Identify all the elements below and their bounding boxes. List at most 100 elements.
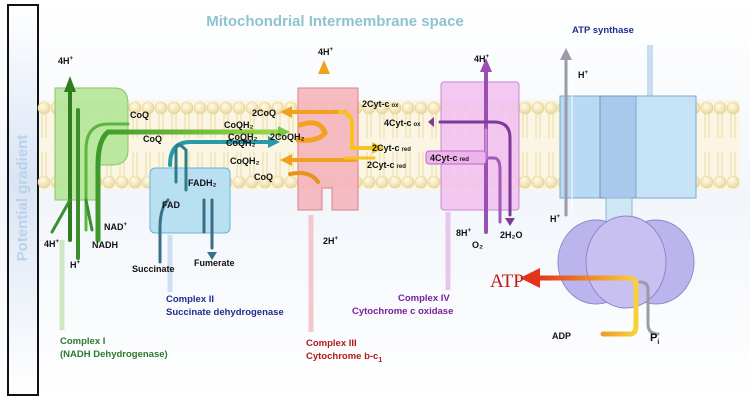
c4-o2: O₂ [472,240,483,250]
c3-caption-name: Complex III [306,338,357,349]
complex-2: CoQ CoQH₂ FADH₂ FAD Succinate Fumerate C… [132,134,284,318]
pi-label: Pi [650,332,659,346]
c3-caption-desc: Cytochrome b-c1 [306,351,382,364]
c4-h2o: 2H₂O [500,230,523,240]
synthase-fo-mid [599,95,637,199]
atp-label: ATP [490,271,524,292]
synthase-fo-right [635,95,697,199]
lipid-head [401,175,415,189]
lipid-head [375,175,389,189]
c2-caption-name: Complex II [166,294,214,305]
c1-nad: NAD+ [104,222,128,232]
c3-top-proton: 4H+ [318,47,334,57]
lipid-head [141,101,155,115]
lipid-head [427,101,441,115]
c3-coqh2-a: CoQH₂ [228,132,258,142]
synthase-proton-top: H+ [578,70,589,80]
lipid-head [544,175,558,189]
c1-caption-name: Complex I [60,336,105,347]
lipid-head [726,175,740,189]
lipid-head [245,101,259,115]
lipid-head [414,175,428,189]
lipid-head [388,175,402,189]
c1-nadh: NADH [92,240,118,250]
lipid-head [219,101,233,115]
lipid-head [427,175,441,189]
synthase-f1-center [585,215,667,309]
lipid-head [284,175,298,189]
lipid-head [180,101,194,115]
c1-caption-desc: (NADH Dehydrogenase) [60,349,168,360]
potential-gradient-panel: Potential gradient [7,4,39,396]
c3-bottom-proton: 2H+ [323,236,339,246]
lipid-head [414,101,428,115]
c1-bottom-4h: 4H+ [44,239,60,249]
lipid-head [401,101,415,115]
lipid-head [700,175,714,189]
c3-coq: CoQ [254,172,273,182]
lipid-head [128,101,142,115]
c3-coqh2-center: 2CoQH₂ [270,132,305,142]
c1-bottom-h: H+ [70,260,81,270]
synthase-proton-bottom: H+ [550,214,561,224]
complex-3-body [297,87,359,211]
lipid-head [531,175,545,189]
lipid-head [375,101,389,115]
c2-succinate: Succinate [132,264,175,274]
c4-caption-desc: Cytochrome c oxidase [352,306,453,317]
lipid-head [245,175,259,189]
complex-4-body [440,81,520,211]
lipid-head [258,101,272,115]
c4-caption-name: Complex IV [398,293,450,304]
adp-label: ADP [552,331,571,341]
lipid-head [271,175,285,189]
lipid-head [271,101,285,115]
lipid-head [115,175,129,189]
c2-fadh2: FADH₂ [188,178,217,188]
lipid-head [362,175,376,189]
lipid-head [167,101,181,115]
atp-synthase: ATP synthase H+ H+ ATP ADP Pi [490,25,697,346]
lipid-head [102,175,116,189]
complex-1: 4H+ CoQ CoQH₂ NAD+ NADH 4H+ H+ Complex I… [44,56,290,360]
complex-3: 4H+ 2CoQ CoQH₂ 2CoQH₂ CoQH₂ CoQ 2H+ 2Cyt… [228,47,411,364]
lipid-head [128,175,142,189]
lipid-head [193,101,207,115]
lipid-head [531,101,545,115]
synthase-caption: ATP synthase [572,25,634,36]
c4-top-proton: 4H+ [474,54,490,64]
lipid-head [232,101,246,115]
lipid-head [713,175,727,189]
page-title: Mitochondrial Intermembrane space [206,13,464,30]
c2-coq: CoQ [143,134,162,144]
lipid-head [154,101,168,115]
complex-2-body [149,167,231,234]
lipid-head [544,101,558,115]
lipid-head [518,175,532,189]
lipid-head [518,101,532,115]
complex-1-body [54,87,129,201]
c2-caption-desc: Succinate dehydrogenase [166,307,284,318]
c3-coq2: 2CoQ [252,108,276,118]
lipid-head [206,101,220,115]
lipid-head [700,101,714,115]
c2-fad: FAD [162,200,181,210]
c4-8h: 8H+ [456,228,472,238]
c2-coqh2: CoQH₂ [226,138,256,148]
potential-gradient-label: Potential gradient [14,135,31,262]
c1-coq: CoQ [130,110,149,120]
lipid-head [726,101,740,115]
lipid-head [37,101,51,115]
lipid-head [388,101,402,115]
c2-fumerate: Fumerate [194,258,235,268]
lipid-head [713,101,727,115]
c1-top-proton: 4H+ [58,56,74,66]
